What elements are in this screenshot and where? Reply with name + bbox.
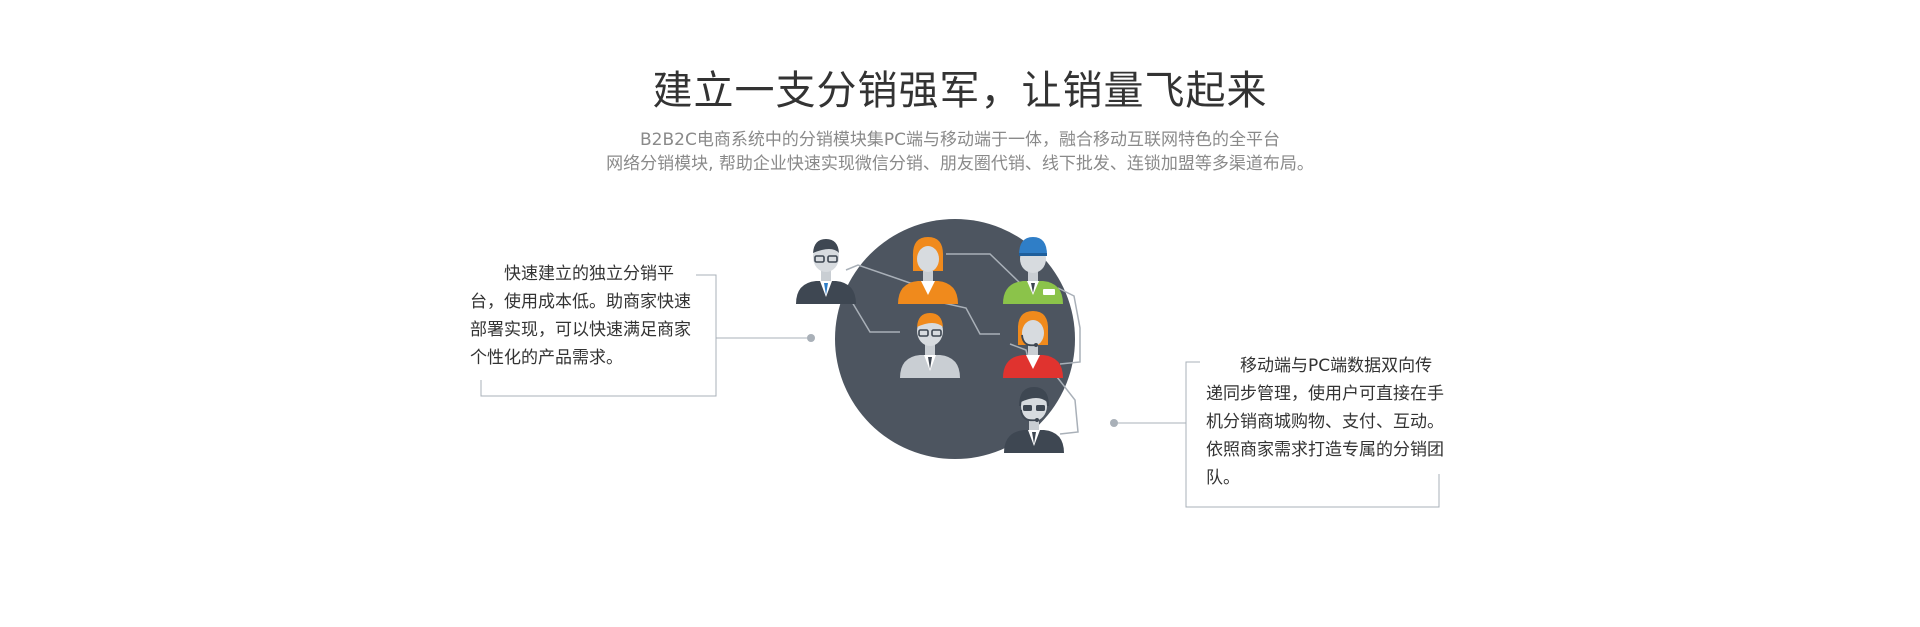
left-callout-bracket — [480, 274, 811, 397]
right-connector-dot — [1110, 419, 1118, 427]
right-callout-bracket — [1114, 361, 1440, 508]
businessman-light-icon — [900, 313, 960, 378]
feature-text-left: 快速建立的独立分销平台，使用成本低。助商家快速部署实现，可以快速满足商家个性化的… — [470, 264, 691, 368]
businesswoman-orange-icon — [898, 237, 958, 304]
subtitle-line-2: 网络分销模块, 帮助企业快速实现微信分销、朋友圈代销、线下批发、连锁加盟等多渠道… — [606, 154, 1314, 174]
worker-green-icon — [1003, 237, 1063, 304]
support-woman-red-icon — [1003, 311, 1063, 378]
feature-box-right: 移动端与PC端数据双向传递同步管理，使用户可直接在手机分销商城购物、支付、互动。… — [1206, 352, 1444, 492]
support-man-headset-icon — [1004, 386, 1064, 453]
page-title: 建立一支分销强军，让销量飞起来 — [652, 68, 1268, 114]
page-subtitle: B2B2C电商系统中的分销模块集PC端与移动端于一体，融合移动互联网特色的全平台… — [0, 128, 1920, 176]
subtitle-line-1: B2B2C电商系统中的分销模块集PC端与移动端于一体，融合移动互联网特色的全平台 — [640, 130, 1280, 150]
left-connector-dot — [807, 334, 815, 342]
businessman-glasses-icon — [796, 239, 856, 304]
feature-box-left: 快速建立的独立分销平台，使用成本低。助商家快速部署实现，可以快速满足商家个性化的… — [470, 260, 692, 372]
feature-text-right: 移动端与PC端数据双向传递同步管理，使用户可直接在手机分销商城购物、支付、互动。… — [1206, 356, 1444, 488]
